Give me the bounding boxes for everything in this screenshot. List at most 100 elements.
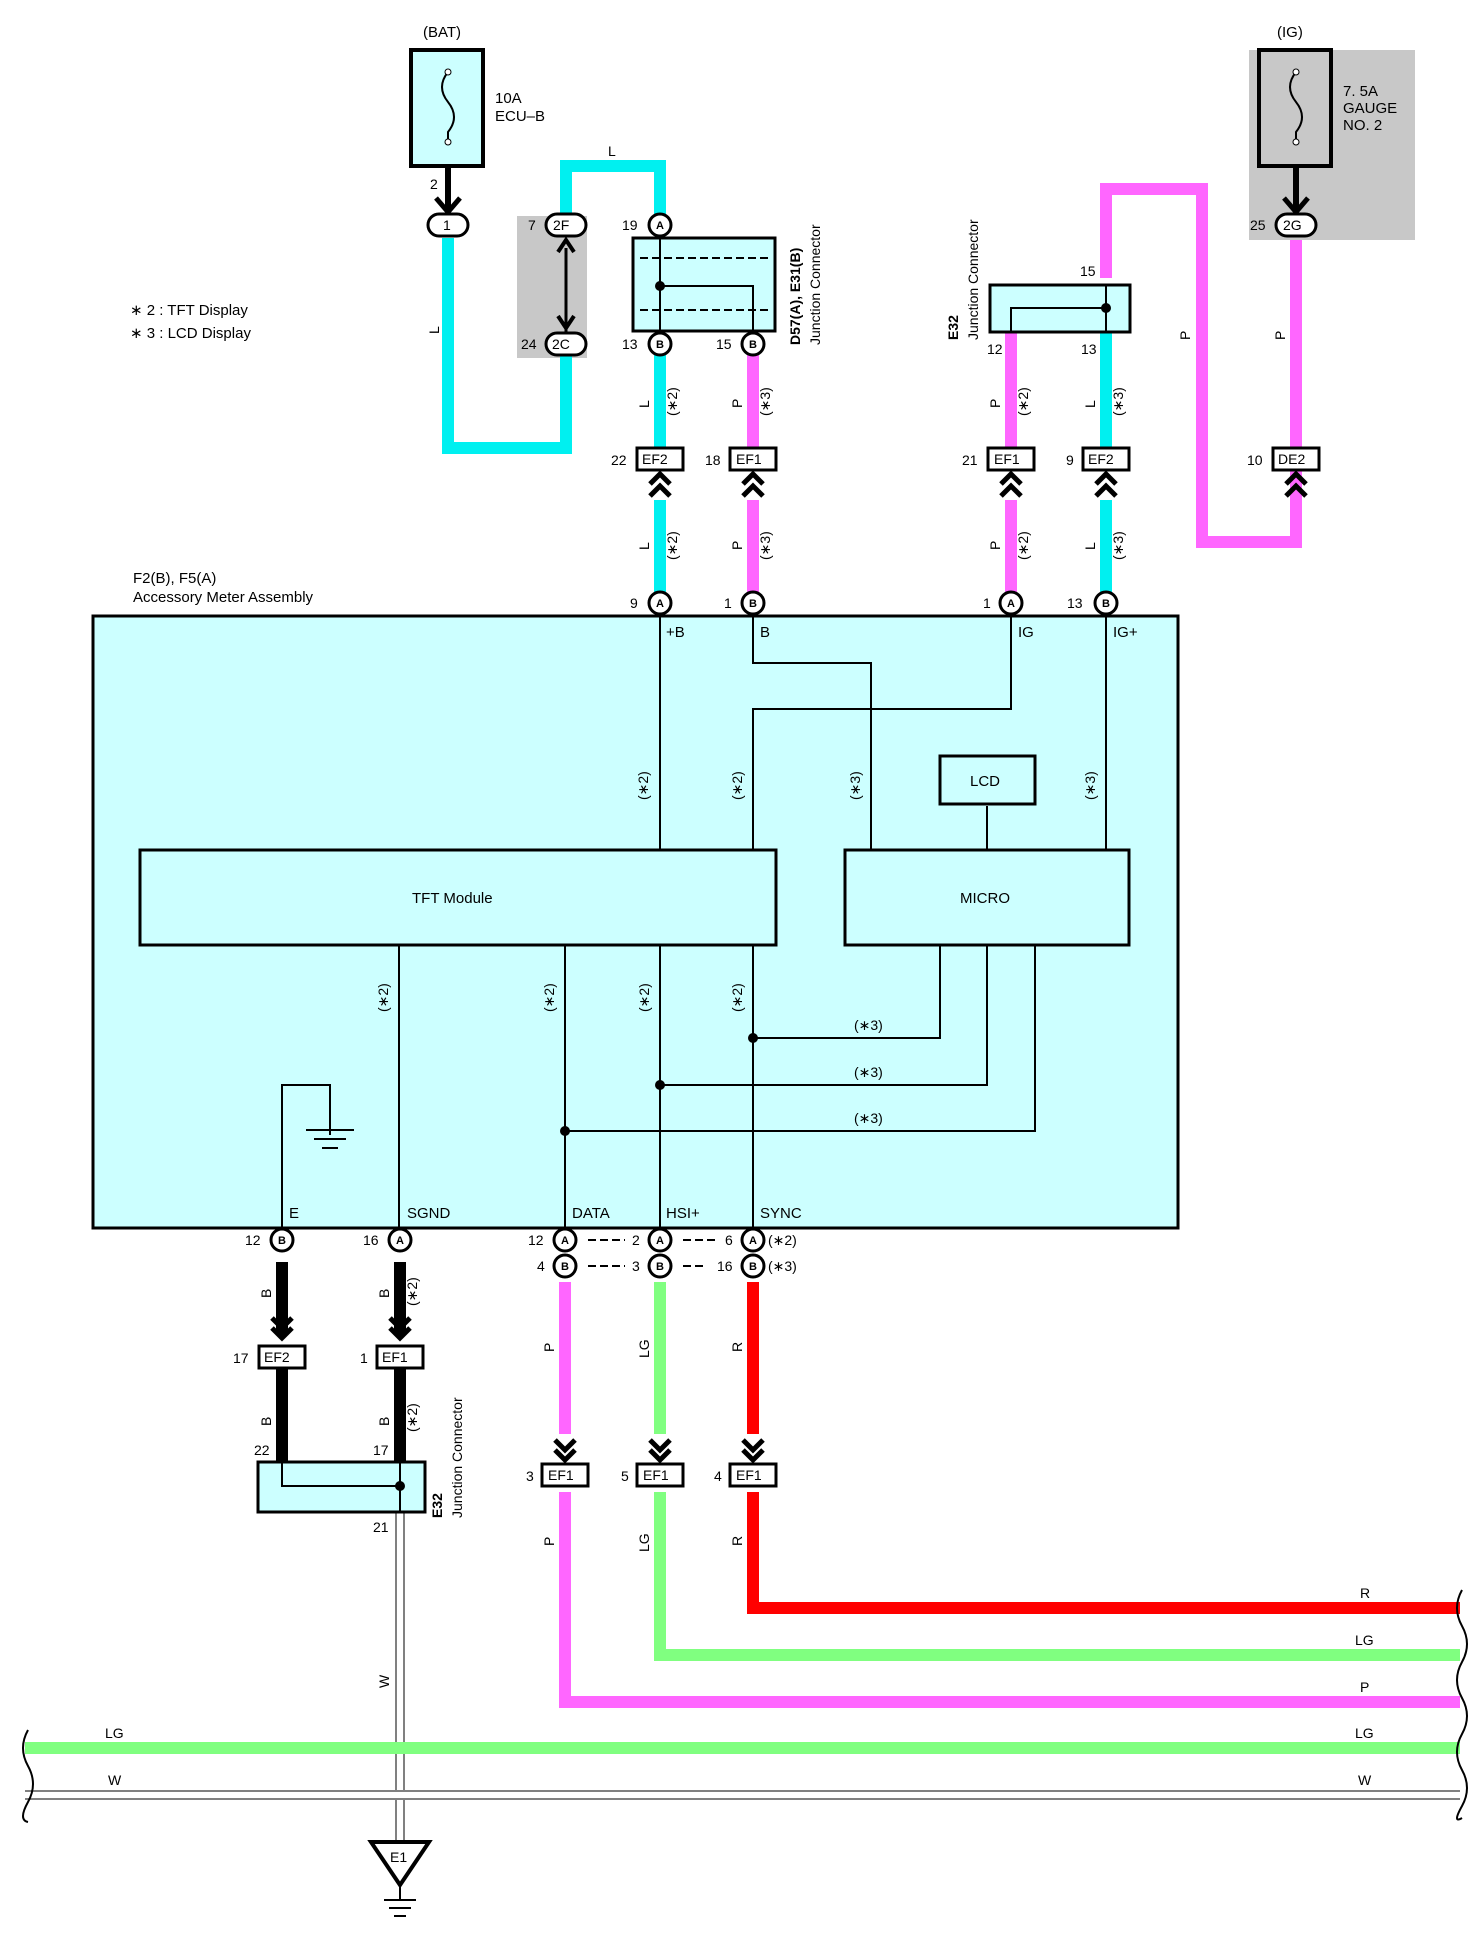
lcd-box <box>938 754 1037 806</box>
svg-text:3: 3 <box>526 1468 534 1484</box>
svg-text:P: P <box>1177 331 1193 340</box>
svg-text:18: 18 <box>705 452 721 468</box>
svg-text:(∗2): (∗2) <box>768 1232 797 1248</box>
e32-bottom-p21: 21 <box>373 1519 389 1535</box>
e32-top-p15: 15 <box>1080 263 1096 279</box>
meter-junction-dots <box>560 1033 758 1136</box>
svg-text:17: 17 <box>233 1350 249 1366</box>
svg-text:EF1: EF1 <box>643 1467 669 1483</box>
svg-text:(∗3): (∗3) <box>768 1258 797 1274</box>
inline-ef1-18: EF1 18 <box>705 446 778 498</box>
e32-top-code: E32 <box>945 315 961 340</box>
legend-lcd: ∗ 3 : LCD Display <box>130 325 251 342</box>
svg-text:W: W <box>376 1674 392 1688</box>
svg-text:12: 12 <box>528 1232 544 1248</box>
svg-text:(∗2): (∗2) <box>375 983 391 1012</box>
inline-ef1-21: EF1 21 <box>962 446 1036 498</box>
svg-text:R: R <box>729 1536 745 1546</box>
svg-text:IG: IG <box>1018 624 1034 641</box>
splice-2f-pin: 7 <box>528 217 536 233</box>
d57-pin19 <box>647 212 673 238</box>
svg-text:A: A <box>749 1235 757 1247</box>
svg-text:SGND: SGND <box>407 1205 451 1222</box>
svg-text:B: B <box>561 1261 569 1273</box>
inline-ef1-3: EF1 3 <box>526 1438 590 1488</box>
svg-text:(∗2): (∗2) <box>635 771 651 800</box>
svg-text:(∗3): (∗3) <box>757 531 773 560</box>
svg-text:L: L <box>636 542 652 550</box>
ig-fuse-icon <box>1289 71 1303 142</box>
svg-text:EF2: EF2 <box>264 1349 290 1365</box>
svg-text:(∗2): (∗2) <box>1015 531 1031 560</box>
wire-label-L-top: L <box>608 143 616 159</box>
svg-text:13: 13 <box>1067 595 1083 611</box>
svg-text:B: B <box>376 1417 392 1426</box>
ig-label: (IG) <box>1277 24 1303 41</box>
svg-text:(∗2): (∗2) <box>404 1277 420 1306</box>
bat-fuse-box <box>409 48 485 168</box>
svg-text:E1: E1 <box>390 1849 407 1865</box>
wire-L-to-d57 <box>560 160 666 232</box>
svg-text:E: E <box>289 1205 299 1222</box>
svg-text:EF1: EF1 <box>736 1467 762 1483</box>
splice-2f <box>544 212 588 238</box>
e32-bottom-p17: 17 <box>373 1442 389 1458</box>
ig-fuse-name1: GAUGE <box>1343 100 1397 117</box>
e32-top-p13: 13 <box>1081 341 1097 357</box>
svg-text:L: L <box>1082 400 1098 408</box>
svg-text:EF1: EF1 <box>994 451 1020 467</box>
meter-top-terminals: +B B IG IG+ <box>666 624 1138 641</box>
svg-text:HSI+: HSI+ <box>666 1205 700 1222</box>
svg-text:P: P <box>729 399 745 408</box>
svg-text:A: A <box>1007 598 1015 610</box>
svg-text:P: P <box>987 399 1003 408</box>
d57-pin15-num: 15 <box>716 336 732 352</box>
bottom-wire-labels: B B (∗2) B B (∗2) P LG R P LG R W R LG P… <box>105 1277 1374 1788</box>
ig-fuse-rating: 7. 5A <box>1343 83 1378 100</box>
micro-label: MICRO <box>960 890 1010 907</box>
svg-text:(∗2): (∗2) <box>636 983 652 1012</box>
e32-bottom-p22: 22 <box>254 1442 270 1458</box>
svg-text:W: W <box>1358 1772 1372 1788</box>
splice-2c <box>544 331 588 357</box>
svg-text:(∗2): (∗2) <box>664 387 680 416</box>
d57-pin19-num: 19 <box>622 217 638 233</box>
ground-e1: E1 <box>367 1840 433 1917</box>
svg-text:P: P <box>1272 331 1288 340</box>
svg-text:P: P <box>1360 1679 1369 1695</box>
svg-text:A: A <box>561 1235 569 1247</box>
tft-module-label: TFT Module <box>412 890 493 907</box>
svg-text:22: 22 <box>611 452 627 468</box>
top-wire-labels: L (∗2) P (∗3) L (∗2) P (∗3) P (∗2) L (∗3… <box>636 331 1288 560</box>
bat-conn <box>426 212 470 238</box>
svg-text:B: B <box>760 624 770 641</box>
e32-top-p12: 12 <box>987 341 1003 357</box>
svg-text:A: A <box>656 598 664 610</box>
svg-text:(∗2): (∗2) <box>541 983 557 1012</box>
svg-text:LG: LG <box>636 1339 652 1358</box>
svg-text:1: 1 <box>724 595 732 611</box>
bat-fuse-rating: 10A <box>495 90 522 107</box>
wire-P-ig-loop <box>1100 183 1302 548</box>
svg-text:(∗3): (∗3) <box>1082 771 1098 800</box>
svg-text:(∗3): (∗3) <box>854 1017 883 1033</box>
svg-text:(∗2): (∗2) <box>729 771 745 800</box>
svg-text:2: 2 <box>632 1232 640 1248</box>
svg-text:(∗3): (∗3) <box>1110 387 1126 416</box>
inline-ef2-22: EF2 22 <box>611 446 685 498</box>
inline-ef2-17: EF2 17 <box>233 1316 307 1370</box>
svg-text:B: B <box>278 1235 286 1247</box>
meter-name: Accessory Meter Assembly <box>133 589 314 606</box>
meter-bottom-pins: B 12 A 16 A 12 A 2 A 6 (∗2) B 4 B 3 B 16… <box>245 1227 797 1279</box>
wire-L-bat <box>442 238 572 454</box>
wire-label-L-left: L <box>426 326 442 334</box>
svg-text:21: 21 <box>962 452 978 468</box>
svg-text:+B: +B <box>666 624 685 641</box>
svg-text:B: B <box>1102 598 1110 610</box>
bat-fuse-name: ECU–B <box>495 108 545 125</box>
meter-code: F2(B), F5(A) <box>133 570 216 587</box>
svg-text:LG: LG <box>1355 1725 1374 1741</box>
svg-text:DE2: DE2 <box>1278 451 1305 467</box>
lcd-label: LCD <box>970 773 1000 790</box>
